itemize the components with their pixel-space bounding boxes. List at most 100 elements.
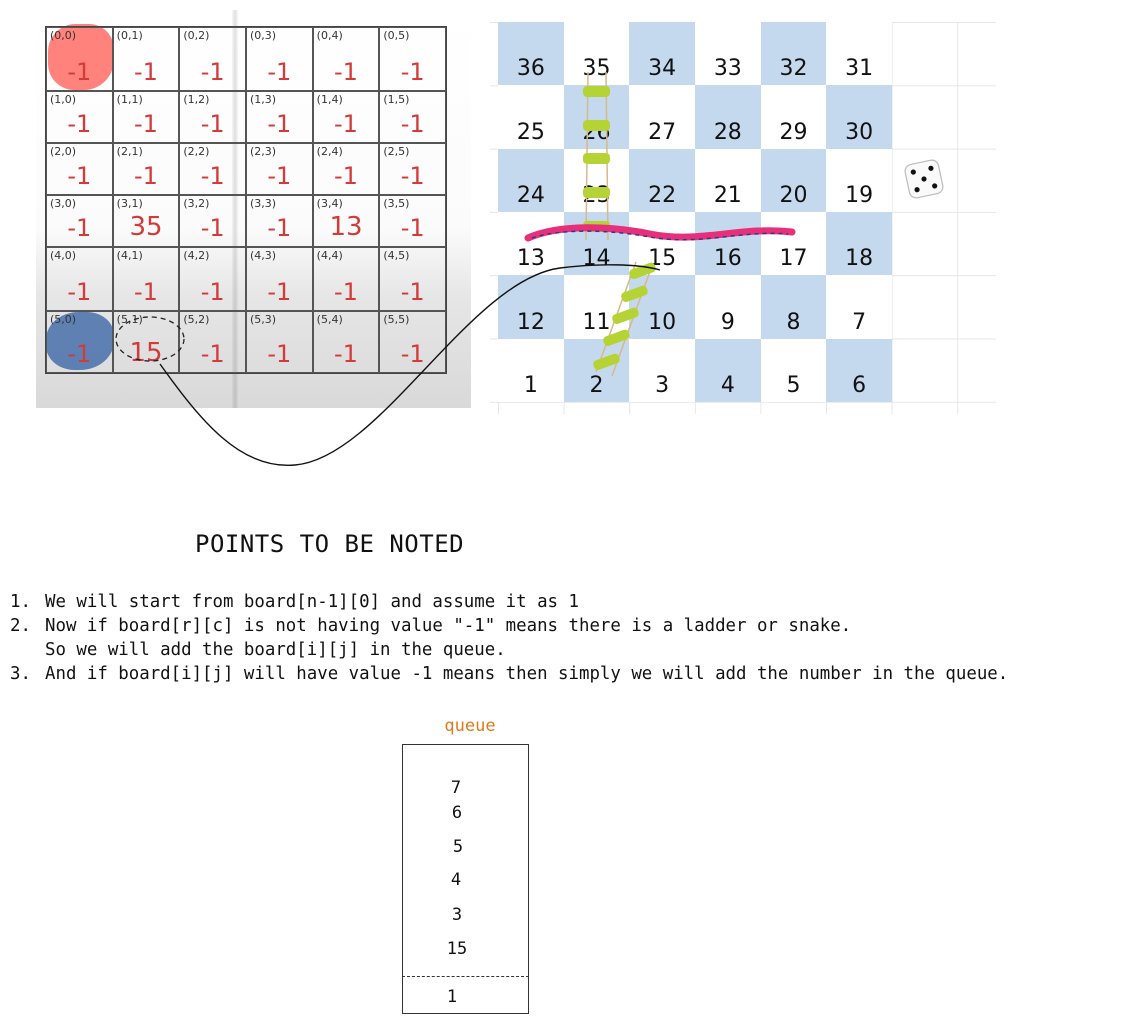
board-tile: 25 xyxy=(498,85,564,149)
board-tile: 33 xyxy=(694,22,761,86)
hw-cell-value: -1 xyxy=(400,214,425,242)
hw-cell-value: -1 xyxy=(334,340,358,368)
note-text: And if board[i][j] will have value -1 me… xyxy=(45,664,1009,684)
queue-box xyxy=(402,744,529,1014)
queue-divider xyxy=(402,976,529,977)
hw-cell-value: -1 xyxy=(200,278,225,306)
queue-item: 4 xyxy=(450,870,462,890)
hw-cell-coord: (5,1) xyxy=(116,313,143,326)
board-tile: 28 xyxy=(694,85,761,149)
hw-cell: (2,3)-1 xyxy=(245,143,313,195)
hw-cell: (4,3) -1 xyxy=(245,247,313,311)
hw-cell: (2,4)-1 xyxy=(312,143,380,195)
hw-cell-value: -1 xyxy=(267,110,292,138)
board-tile: 18 xyxy=(826,211,892,276)
board-tile: 13 xyxy=(498,211,564,276)
hw-cell-value: -1 xyxy=(67,278,92,306)
board-tile: 11 xyxy=(563,275,630,339)
hw-cell-coord: (1,1) xyxy=(116,93,143,106)
hw-cell-coord: (3,0) xyxy=(50,197,77,210)
hw-cell: (1,5)-1 xyxy=(379,91,446,143)
hw-cell-coord: (1,3) xyxy=(249,93,277,106)
board-tile: 23 xyxy=(563,148,630,212)
hw-cell-coord: (0,5) xyxy=(383,29,410,42)
hw-cell: (5,0)-1 xyxy=(46,311,113,373)
queue-item: 6 xyxy=(451,803,463,823)
hw-cell: (3,2)-1 xyxy=(179,195,246,247)
hw-cell-coord: (4,3) xyxy=(249,249,277,262)
hw-cell-coord: (1,5) xyxy=(383,93,410,106)
hw-cell: (2,5)-1 xyxy=(379,143,446,195)
hw-cell-coord: (5,4) xyxy=(316,313,343,326)
hw-cell-coord: (2,0) xyxy=(50,145,77,158)
hw-cell-value: -1 xyxy=(67,58,92,86)
queue-item: 3 xyxy=(451,905,463,925)
hw-cell: (4,4)-1 xyxy=(312,247,380,311)
hw-cell: (3,4)13 xyxy=(312,195,380,247)
hw-cell-value: -1 xyxy=(334,162,358,190)
hw-cell-coord: (0,1) xyxy=(116,29,143,42)
hw-cell: (3,3)-1 xyxy=(245,195,313,247)
note-number: 3. xyxy=(10,664,31,684)
hw-cell-value: 35 xyxy=(129,212,163,242)
note-continuation: So we will add the board[i][j] in the qu… xyxy=(45,640,506,660)
note-number: 1. xyxy=(10,592,31,612)
hw-cell-value: 15 xyxy=(129,338,163,368)
board-tile: 19 xyxy=(826,148,892,212)
board-tile: 1 xyxy=(498,338,564,402)
board-tile: 3 xyxy=(629,338,695,402)
hw-cell-value: -1 xyxy=(200,110,225,138)
hw-cell-coord: (3,1) xyxy=(116,197,143,210)
hw-cell-coord: (4,1) xyxy=(116,249,143,262)
board-tile: 5 xyxy=(760,338,827,402)
board-tile: 7 xyxy=(826,275,892,339)
hw-cell-coord: (5,2) xyxy=(183,313,210,326)
hw-cell: (1,0) -1 xyxy=(46,91,113,143)
queue-item: 5 xyxy=(452,837,464,857)
hw-cell-value: -1 xyxy=(67,214,92,242)
board-tile: 31 xyxy=(826,22,892,86)
hw-cell: (0,5) -1 xyxy=(379,27,446,91)
hw-cell-value: -1 xyxy=(267,278,292,306)
hw-cell: (3,1) 35 xyxy=(112,195,180,247)
hw-cell: (5,1) 15 xyxy=(112,311,180,373)
photo-fold-shadow xyxy=(232,10,238,408)
hw-cell-value: -1 xyxy=(67,162,92,190)
board-tile: 30 xyxy=(826,85,892,149)
hw-cell: (4,2) -1 xyxy=(179,247,246,311)
start-highlight-blob xyxy=(48,24,114,90)
hw-cell-coord: (4,2) xyxy=(183,249,210,262)
note-text: We will start from board[n-1][0] and ass… xyxy=(45,592,579,612)
board-tile: 24 xyxy=(498,148,564,212)
hw-cell-value: -1 xyxy=(334,278,358,306)
hw-cell-value: -1 xyxy=(134,110,158,138)
board-tile: 22 xyxy=(629,148,695,212)
board-tile: 35 xyxy=(563,22,630,86)
hw-cell-coord: (0,3) xyxy=(249,29,277,42)
hw-cell: (5,2) -1 xyxy=(179,311,246,373)
queue-item: 7 xyxy=(450,778,462,798)
hw-cell-value: -1 xyxy=(267,214,292,242)
hw-cell-coord: (2,5) xyxy=(383,145,410,158)
hw-cell-value: 13 xyxy=(329,212,363,242)
hw-cell-value: -1 xyxy=(334,110,358,138)
hw-cell-coord: (3,5) xyxy=(383,197,410,210)
board-tile: 20 xyxy=(760,148,827,212)
hw-cell-value: -1 xyxy=(67,110,92,138)
hw-cell-coord: (1,0) xyxy=(50,93,77,106)
end-highlight-blob xyxy=(46,312,114,370)
queue-bottom-item: 1 xyxy=(446,987,458,1007)
hw-cell-value: -1 xyxy=(400,58,425,86)
hw-cell: (1,2) -1 xyxy=(179,91,246,143)
hw-cell: (3,5) -1 xyxy=(379,195,446,247)
hw-cell: (5,4) -1 xyxy=(312,311,380,373)
hw-cell-coord: (1,2) xyxy=(183,93,210,106)
hw-cell-value: -1 xyxy=(200,340,225,368)
board-tile: 16 xyxy=(694,211,761,276)
hw-cell-coord: (0,2) xyxy=(183,29,210,42)
board-tile: 21 xyxy=(694,148,761,212)
board-tile: 29 xyxy=(760,85,827,149)
note-item: 1. We will start from board[n-1][0] and a… xyxy=(10,590,1134,614)
hw-cell: (1,1) -1 xyxy=(112,91,180,143)
